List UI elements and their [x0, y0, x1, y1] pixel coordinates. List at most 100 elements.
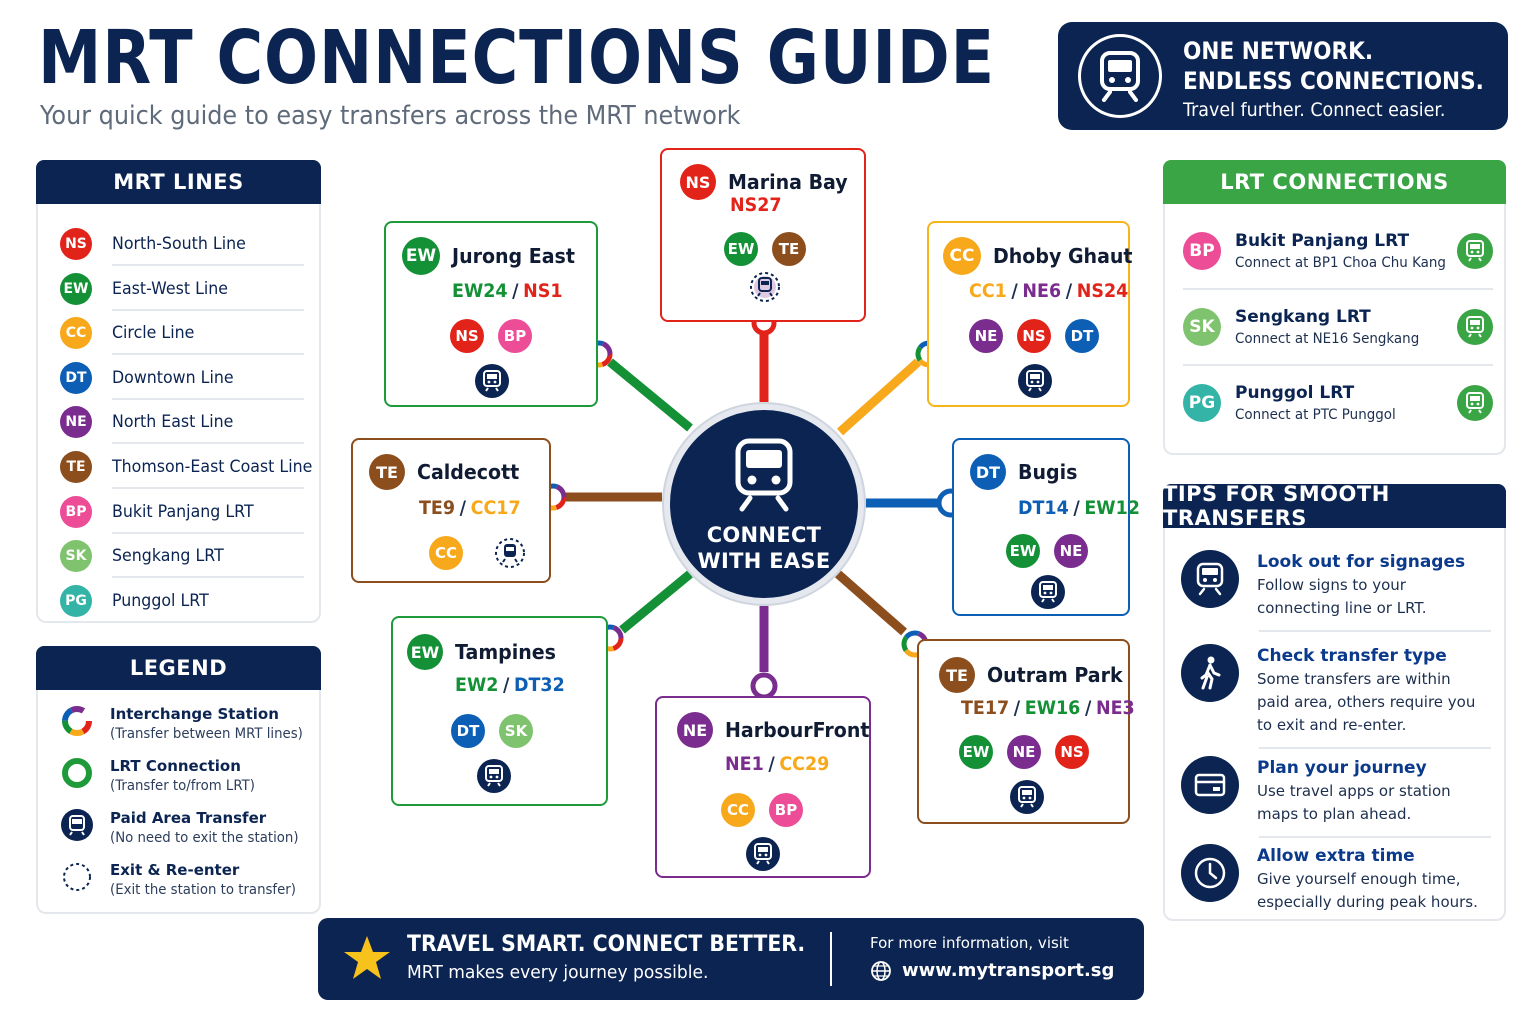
line-badge: CC	[943, 237, 981, 275]
paid-area-icon	[477, 759, 511, 793]
station-name: Dhoby Ghaut	[993, 244, 1133, 268]
exit-reenter-icon	[63, 863, 91, 891]
tip-title: Look out for signages	[1257, 552, 1466, 572]
exit-reenter-icon	[750, 272, 780, 302]
station-codes: EW24/NS1	[452, 280, 563, 302]
line-item-pg: PG Punggol LRT	[60, 579, 302, 623]
globe-icon	[871, 961, 891, 981]
line-name: North East Line	[112, 412, 234, 433]
paid-area-icon	[746, 837, 780, 871]
clock-icon	[1181, 844, 1239, 902]
line-badge: SK	[60, 540, 92, 573]
node-harbourfront	[750, 672, 778, 700]
station-codes: CC1/NE6/NS24	[969, 280, 1128, 302]
paid-area-icon	[1018, 364, 1052, 398]
connecting-lines: CC	[429, 536, 463, 570]
lrt-connect-info: Connect at BP1 Choa Chu Kang	[1235, 255, 1446, 271]
connecting-line-badge: CC	[721, 793, 755, 827]
paid-area-icon	[1031, 575, 1065, 609]
connecting-line-badge: EW	[959, 735, 993, 769]
legend-title: LEGEND	[36, 646, 321, 690]
station-code: NE1	[725, 753, 764, 775]
station-code: NE3	[1095, 697, 1135, 719]
line-badge: PG	[60, 584, 92, 617]
station-code: TE9	[419, 497, 456, 519]
lrt-connection-icon	[62, 758, 92, 788]
walking-person-icon	[1181, 644, 1239, 702]
connecting-line-badge: NE	[1054, 534, 1088, 568]
legend-label: Paid Area Transfer	[110, 809, 267, 827]
station-name: Marina Bay	[728, 170, 848, 194]
line-badge: EW	[402, 237, 440, 275]
connector-tampines	[619, 570, 693, 634]
line-name: Circle Line	[112, 323, 195, 344]
paid-area-icon	[61, 809, 93, 841]
station-codes: EW2/DT32	[455, 674, 565, 696]
connecting-line-badge: DT	[1065, 319, 1099, 353]
station-code: EW2	[455, 674, 499, 696]
line-badge: NE	[60, 406, 92, 439]
footer-subline: MRT makes every journey possible.	[407, 962, 709, 983]
footer-divider	[830, 932, 832, 986]
lrt-connect-info: Connect at PTC Punggol	[1235, 407, 1396, 423]
line-badge: TE	[369, 454, 405, 490]
connecting-line-badge: BP	[769, 793, 803, 827]
page-subtitle: Your quick guide to easy transfers acros…	[40, 101, 741, 131]
footer-tagline: TRAVEL SMART. CONNECT BETTER.	[407, 932, 806, 957]
tip-text: Give yourself enough time, especially du…	[1257, 870, 1478, 911]
station-code: CC17	[470, 497, 521, 519]
station-name: HarbourFront	[725, 718, 870, 742]
legend-item-paid-area: Paid Area Transfer(No need to exit the s…	[60, 808, 315, 848]
line-badge: PG	[1183, 384, 1221, 422]
station-code: DT32	[513, 674, 565, 696]
connecting-line-badge: BP	[498, 319, 532, 353]
paid-area-icon	[475, 364, 509, 398]
legend-label: Interchange Station	[110, 705, 279, 723]
line-name: Punggol LRT	[112, 590, 209, 611]
connecting-lines: CC BP	[721, 793, 803, 827]
star-icon	[344, 936, 390, 979]
code-separator: /	[1011, 280, 1018, 302]
line-badge: BP	[60, 495, 92, 528]
footer-info: For more information, visit	[870, 934, 1069, 952]
tip-text: Use travel apps or station maps to plan …	[1257, 782, 1451, 823]
line-badge: EW	[407, 634, 443, 670]
legend-note: (Exit the station to transfer)	[110, 882, 296, 898]
station-name: Tampines	[455, 640, 556, 664]
code-separator: /	[1073, 497, 1080, 519]
train-icon	[1181, 550, 1239, 608]
station-name: Caldecott	[417, 460, 520, 484]
station-code: NS24	[1076, 280, 1129, 302]
hero-line-3: Travel further. Connect easier.	[1183, 99, 1446, 121]
line-item-bp: BP Bukit Panjang LRT	[60, 490, 304, 534]
line-badge: CC	[60, 317, 92, 350]
line-badge: DT	[60, 361, 92, 394]
station-name: Outram Park	[987, 663, 1123, 687]
connecting-line-badge: NS	[1017, 319, 1051, 353]
lrt-connect-info: Connect at NE16 Sengkang	[1235, 331, 1420, 347]
line-name: East-West Line	[112, 278, 229, 299]
line-name: Bukit Panjang LRT	[112, 501, 254, 522]
connecting-line-badge: NS	[1055, 735, 1089, 769]
station-code: NS1	[523, 280, 563, 302]
code-separator: /	[768, 753, 775, 775]
line-badge: TE	[60, 451, 92, 483]
footer-url-link[interactable]: www.mytransport.sg	[902, 960, 1115, 981]
